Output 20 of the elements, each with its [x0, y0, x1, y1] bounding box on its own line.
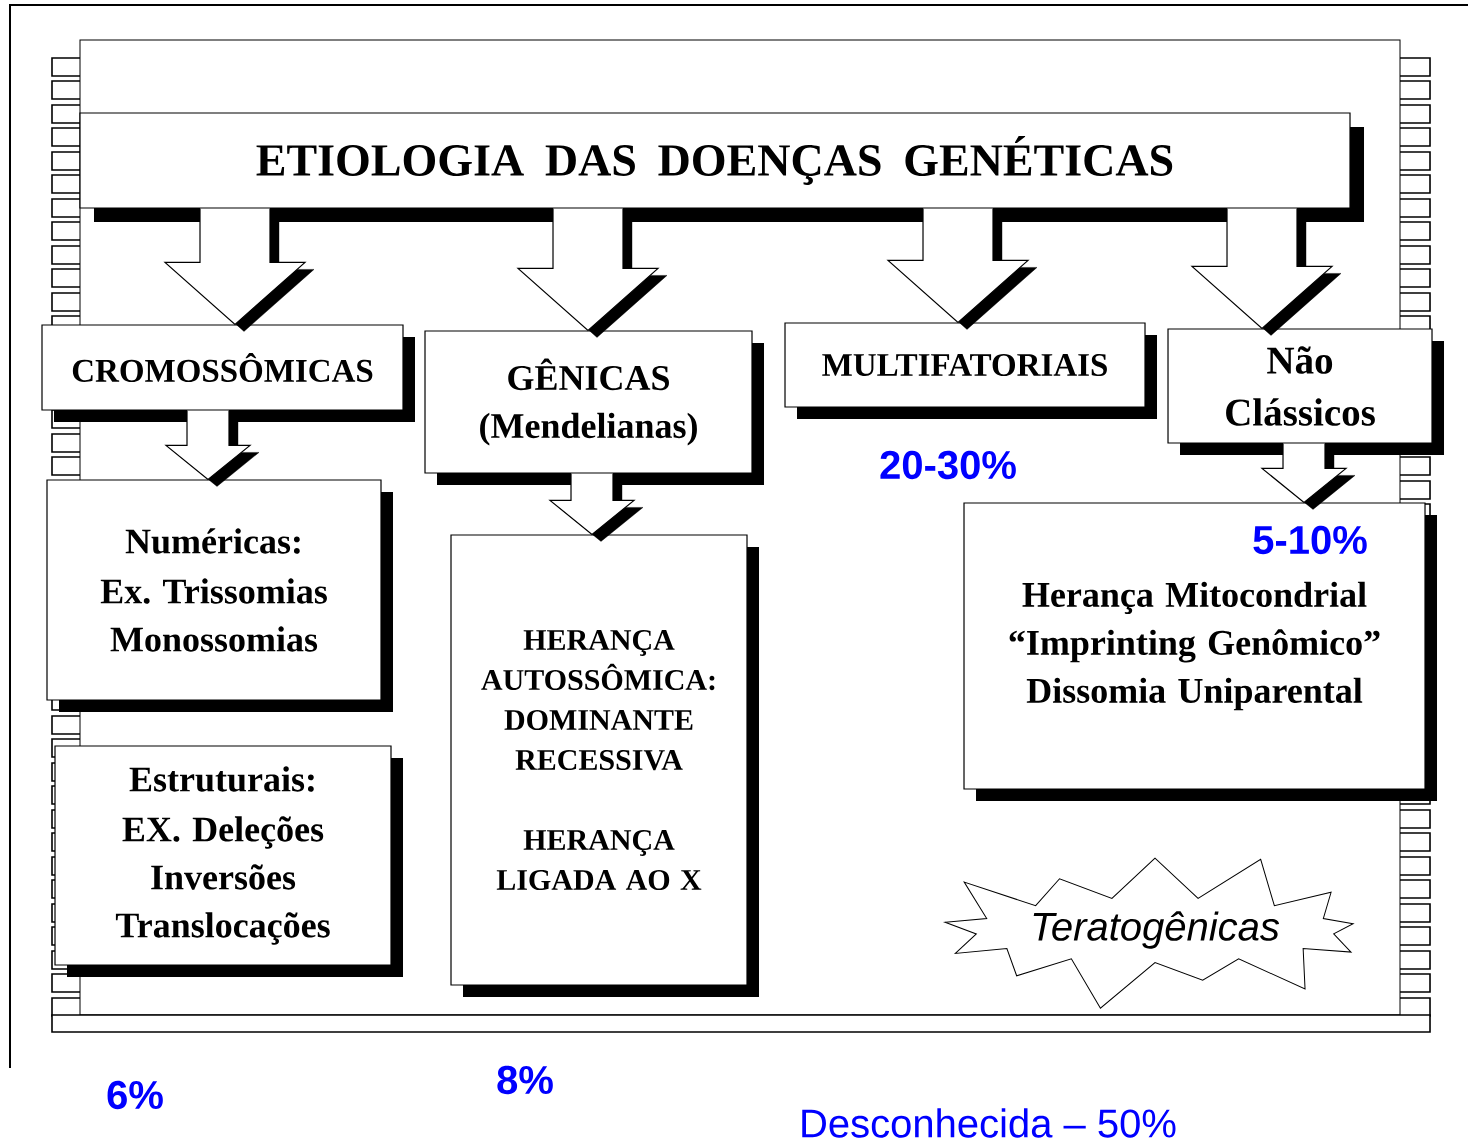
detail-box: Numéricas: Ex. Trissomias Monossomias: [46, 479, 393, 712]
block-arrow: [164, 410, 260, 487]
category-box: MULTIFATORIAIS: [784, 322, 1157, 419]
block-arrow: [1260, 443, 1356, 510]
block-arrow: [163, 208, 315, 332]
percentage-label: 8%: [497, 1065, 553, 1095]
block-arrow: [1190, 208, 1342, 336]
percentage-label: 5-10%: [1253, 525, 1367, 555]
category-box: GÊNICAS (Mendelianas): [424, 330, 764, 485]
percentage-label: 6%: [107, 1080, 163, 1110]
detail-box: HERANÇA AUTOSSÔMICA: DOMINANTE RECESSIVA HERANÇA LIGADA AO X: [450, 534, 759, 997]
category-box: Não Clássicos: [1167, 328, 1444, 455]
percentage-label: Desconhecida – 50%: [802, 1108, 1176, 1138]
percentage-label: 20-30%: [880, 450, 1016, 480]
block-arrow: [886, 208, 1038, 330]
block-arrow: [516, 208, 668, 338]
title-box: ETIOLOGIA DAS DOENÇAS GENÉTICAS: [79, 112, 1364, 222]
detail-box: Estruturais: EX. Deleções Inversões Translocações: [54, 745, 403, 977]
block-arrow: [548, 473, 644, 542]
category-box: CROMOSSÔMICAS: [41, 324, 415, 422]
